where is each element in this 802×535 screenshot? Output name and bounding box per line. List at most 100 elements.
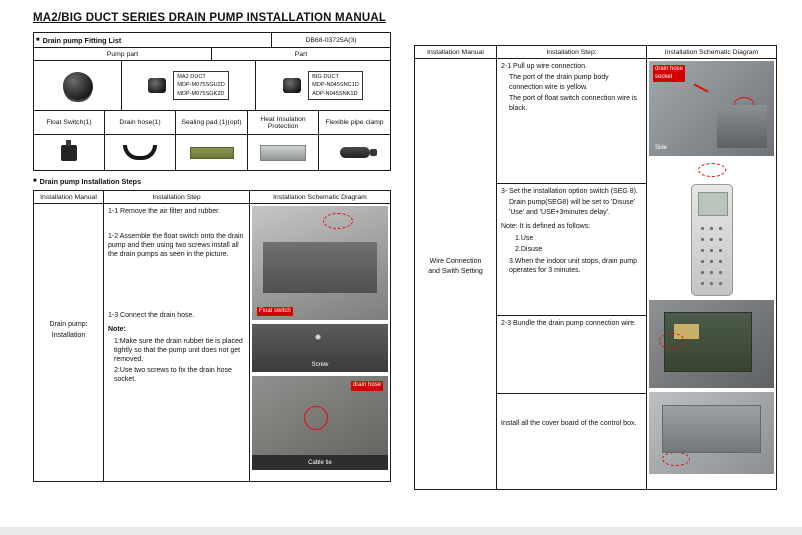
sealing-pad-photo (189, 146, 234, 159)
control-box-photo (649, 392, 774, 474)
note-disuse: 2.Disuse (515, 246, 543, 254)
drain-hose-socket-label: drain hose socket (653, 65, 686, 82)
right-steps-table: Installation Manual Installation Step: I… (414, 45, 777, 490)
ma2-name: MA2 DUCT (177, 73, 206, 80)
socket-label-line1: drain hose (655, 66, 684, 72)
drain-hose-label: drain hose (350, 381, 383, 391)
part-name-sealing-pad: Sealing pad (1)(opt) (176, 111, 248, 135)
part-name-drain-hose: Drain hose(1) (105, 111, 176, 135)
part-name-heat-insulation: Heat Insulation Protection (248, 111, 319, 135)
step-1-1: 1-1 Remove the air filter and rubber. (108, 208, 221, 215)
doc-title: MA2/BIG DUCT SERIES DRAIN PUMP INSTALLAT… (33, 12, 387, 24)
note-3-minutes: 3.When the indoor unit stops, drain pump… (509, 257, 638, 275)
bullet-icon: ■ (33, 178, 37, 184)
ma2-model-1: MDP-M075SGU2D (177, 82, 225, 89)
annotation-ellipse (322, 212, 353, 229)
installation-step-cell: 1-1 Remove the air filter and rubber. 1-… (104, 204, 250, 482)
row-label-line1: Drain pump: (49, 321, 88, 329)
step-3-detail: Drain pump(SEG8) will be set to 'Disuse'… (509, 199, 635, 216)
screw-photo: Screw (252, 324, 388, 372)
row-label-line2: and Swith Setting (428, 268, 483, 276)
part-name-flexible-pipe: Flexible pipe clamp (319, 111, 391, 135)
cable-tie-label: Cable tie (308, 459, 332, 466)
annotation-arrow (693, 83, 709, 93)
drain-hose-photo (123, 145, 157, 160)
annotation-ellipse (661, 451, 690, 466)
header-installation-step: Installation Step (104, 191, 250, 204)
float-switch-photo (61, 139, 77, 161)
step-block-wire-connection: 2-1 Pull up wire connection. The port of… (497, 59, 646, 184)
header-schematic-diagram: Installation Schematic Diagram (647, 46, 777, 59)
part-photo-cell (176, 135, 248, 171)
note-title: Note: It is defined as follows: (501, 223, 591, 231)
step-2-3: 2-3 Bundle the drain pump connection wir… (501, 320, 637, 327)
screw-icon (314, 334, 321, 340)
float-switch-label: Float switch (257, 306, 293, 316)
screw-label: Screw (311, 362, 329, 368)
big-model-2: ADP-N045SNK1D (312, 90, 358, 97)
row-label-wire-connection: Wire Connection and Swith Setting (415, 257, 496, 278)
step-cover-board: Install all the cover board of the contr… (501, 420, 637, 427)
steps-section-header: ■ Drain pump Installation Steps (33, 175, 391, 187)
manual-label-cell: Wire Connection and Swith Setting (415, 59, 497, 490)
drain-pump-photo (62, 71, 93, 100)
doc-number: DB68-03725A(3) (272, 33, 391, 48)
row-label-line2: Installation (51, 331, 86, 339)
header-installation-step: Installation Step: (497, 46, 647, 59)
remote-photo-wrap (649, 184, 774, 296)
column-header-pump-part: Pump part (34, 48, 212, 61)
step-2-1-yellow: The port of the drain pump body connecti… (509, 74, 609, 91)
note-1: 1:Make sure the drain rubber tie is plac… (114, 337, 243, 363)
header-schematic-diagram: Installation Schematic Diagram (250, 191, 391, 204)
manual-label-cell: Drain pump: Installation (34, 204, 104, 482)
note-title: Note: (108, 326, 126, 334)
part-photo-cell (34, 135, 105, 171)
step-1-3: 1-3 Connect the drain hose. (108, 312, 195, 320)
row-label-drain-pump-installation: Drain pump: Installation (34, 320, 103, 341)
column-header-part: Part (212, 48, 391, 61)
drain-hose-photo-large: drain hose Cable tie (252, 376, 388, 470)
annotation-ellipse (659, 333, 685, 350)
steps-section-title: Drain pump Installation Steps (39, 176, 142, 186)
step-1-2: 1-2 Assemble the float switch onto the d… (108, 233, 244, 259)
right-page: Installation Manual Installation Step: I… (414, 45, 777, 490)
annotation-ring (303, 406, 328, 431)
ma2-model-list: MA2 DUCT MDP-M075SGU2D MDP-M075SGK2D (173, 70, 229, 101)
note-2: 2:Use two screws to fix the drain hose s… (114, 366, 232, 383)
remote-control-photo (690, 184, 733, 296)
part-photo-cell (319, 135, 391, 171)
ma2-duct-cell: MA2 DUCT MDP-M075SGU2D MDP-M075SGK2D (122, 61, 256, 111)
flexible-pipe-photo (339, 147, 377, 158)
header-installation-manual: Installation Manual (415, 46, 497, 59)
left-steps-table: Installation Manual Installation Step In… (33, 190, 391, 482)
step-2-1: 2-1 Pull up wire connection. (501, 63, 587, 70)
part-photo-cell (105, 135, 176, 171)
installation-step-cell: 2-1 Pull up wire connection. The port of… (497, 59, 647, 490)
fitting-section-title: Drain pump Fitting List (42, 35, 122, 45)
control-board-photo (649, 300, 774, 388)
drain-hose-socket-photo: drain hose socket Side (649, 61, 774, 156)
big-model-1: MDP-N045SNC1D (312, 82, 359, 89)
step-block-bundle-wire: 2-3 Bundle the drain pump connection wir… (497, 316, 646, 394)
step-block-switch-setting: 3- Set the installation option switch (S… (497, 184, 646, 316)
ma2-pump-photo (148, 78, 167, 93)
side-label: Side (655, 145, 668, 151)
big-pump-photo (283, 78, 302, 93)
unit-installation-photo: Float switch (252, 206, 388, 320)
part-name-float-switch: Float Switch(1) (34, 111, 105, 135)
big-name: BIG DUCT (312, 73, 339, 80)
big-duct-cell: BIG DUCT MDP-N045SNC1D ADP-N045SNK1D (256, 61, 391, 111)
schematic-cell: drain hose socket Side (647, 59, 777, 490)
schematic-cell: Float switch Screw drain hose Cable tie (250, 204, 391, 482)
pump-photo-cell (34, 61, 122, 111)
cable-tie-strip: Cable tie (252, 455, 388, 470)
note-use: 1.Use (515, 234, 534, 242)
annotation-ellipse-floating (697, 163, 726, 177)
socket-label-line2: socket (655, 73, 673, 80)
bullet-icon: ■ (36, 37, 40, 43)
fitting-section-header: ■ Drain pump Fitting List (34, 33, 272, 48)
left-page: MA2/BIG DUCT SERIES DRAIN PUMP INSTALLAT… (33, 12, 391, 492)
step-3: 3- Set the installation option switch (S… (501, 188, 638, 195)
step-block-cover-board: Install all the cover board of the contr… (497, 394, 646, 489)
